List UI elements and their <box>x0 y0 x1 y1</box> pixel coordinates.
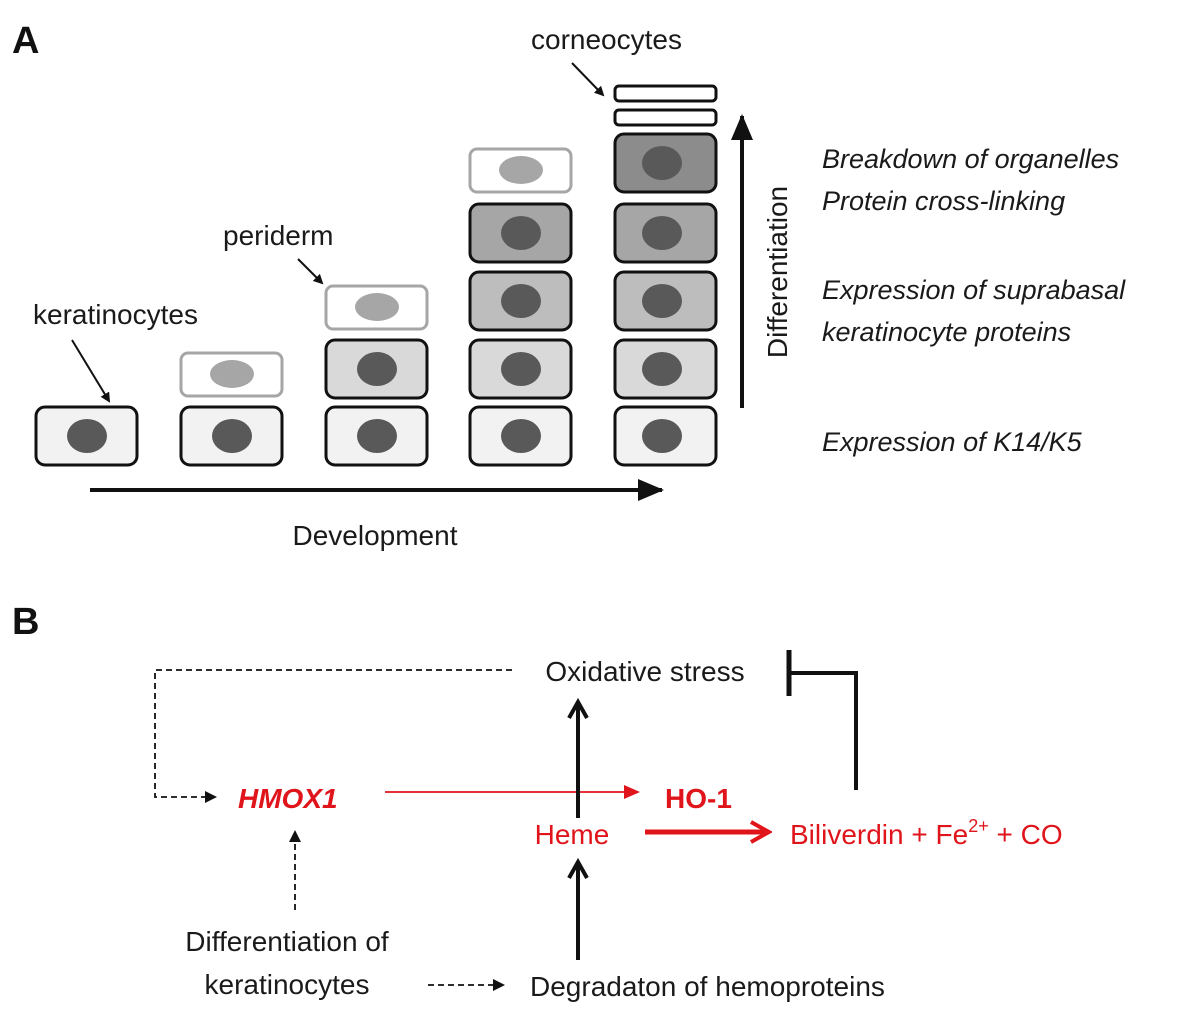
panel-b: B Oxidative stress HMOX1 HO-1 Heme Biliv… <box>12 601 1063 1002</box>
oxidative-stress-label: Oxidative stress <box>545 656 744 687</box>
periderm-nucleus <box>499 156 543 184</box>
cell-nucleus <box>501 284 541 318</box>
cell-nucleus <box>357 419 397 453</box>
corneocyte-layer <box>613 108 718 127</box>
inhibition-line <box>789 671 858 790</box>
oxidative-stress-to-hmox1-dashed-arrow <box>154 669 512 803</box>
note-breakdown: Breakdown of organelles <box>822 144 1119 174</box>
corneocyte-layer <box>613 84 718 103</box>
biliverdin-text: Biliverdin + Fe <box>790 819 968 850</box>
panel-a: A <box>12 20 1126 551</box>
heme-label: Heme <box>535 819 610 850</box>
cell-column-5 <box>613 84 718 467</box>
cell-nucleus <box>212 419 252 453</box>
keratinocytes-pointer-arrow <box>71 339 111 403</box>
cell-nucleus <box>642 419 682 453</box>
cell-nucleus <box>642 216 682 250</box>
development-label: Development <box>293 520 458 551</box>
periderm-nucleus <box>355 293 399 321</box>
panel-a-label: A <box>12 20 39 62</box>
biliverdin-label: Biliverdin + Fe2+ + CO <box>790 816 1063 850</box>
cell-nucleus <box>357 352 397 386</box>
note-crosslinking: Protein cross-linking <box>822 186 1065 216</box>
differentiation-of-label: Differentiation of <box>185 926 389 957</box>
fe-superscript: 2+ <box>968 816 989 836</box>
corneocytes-label: corneocytes <box>531 24 682 55</box>
ho1-label: HO-1 <box>665 783 732 814</box>
hmox1-label: HMOX1 <box>238 783 338 814</box>
periderm-pointer-arrow <box>297 258 324 285</box>
cell-nucleus <box>501 352 541 386</box>
cell-nucleus <box>501 419 541 453</box>
degradation-label: Degradaton of hemoproteins <box>530 971 885 1002</box>
cell-column-2 <box>179 351 284 467</box>
cell-nucleus <box>642 284 682 318</box>
cell-column-3 <box>324 284 429 467</box>
panel-b-label: B <box>12 601 39 643</box>
keratinocytes-label: keratinocytes <box>33 299 198 330</box>
periderm-label: periderm <box>223 220 333 251</box>
co-text: + CO <box>989 819 1063 850</box>
cell-nucleus <box>501 216 541 250</box>
keratinocytes-b-label: keratinocytes <box>205 969 370 1000</box>
cell-nucleus <box>642 146 682 180</box>
note-k14-k5: Expression of K14/K5 <box>822 427 1083 457</box>
cell-nucleus <box>642 352 682 386</box>
periderm-nucleus <box>210 360 254 388</box>
note-suprabasal-line-1: Expression of suprabasal <box>822 275 1126 305</box>
differentiation-label: Differentiation <box>762 186 793 358</box>
note-suprabasal-line-2: keratinocyte proteins <box>822 317 1071 347</box>
cell-nucleus <box>67 419 107 453</box>
corneocytes-pointer-arrow <box>571 62 605 97</box>
cell-column-4 <box>468 147 573 467</box>
cell-column-1 <box>34 405 139 467</box>
